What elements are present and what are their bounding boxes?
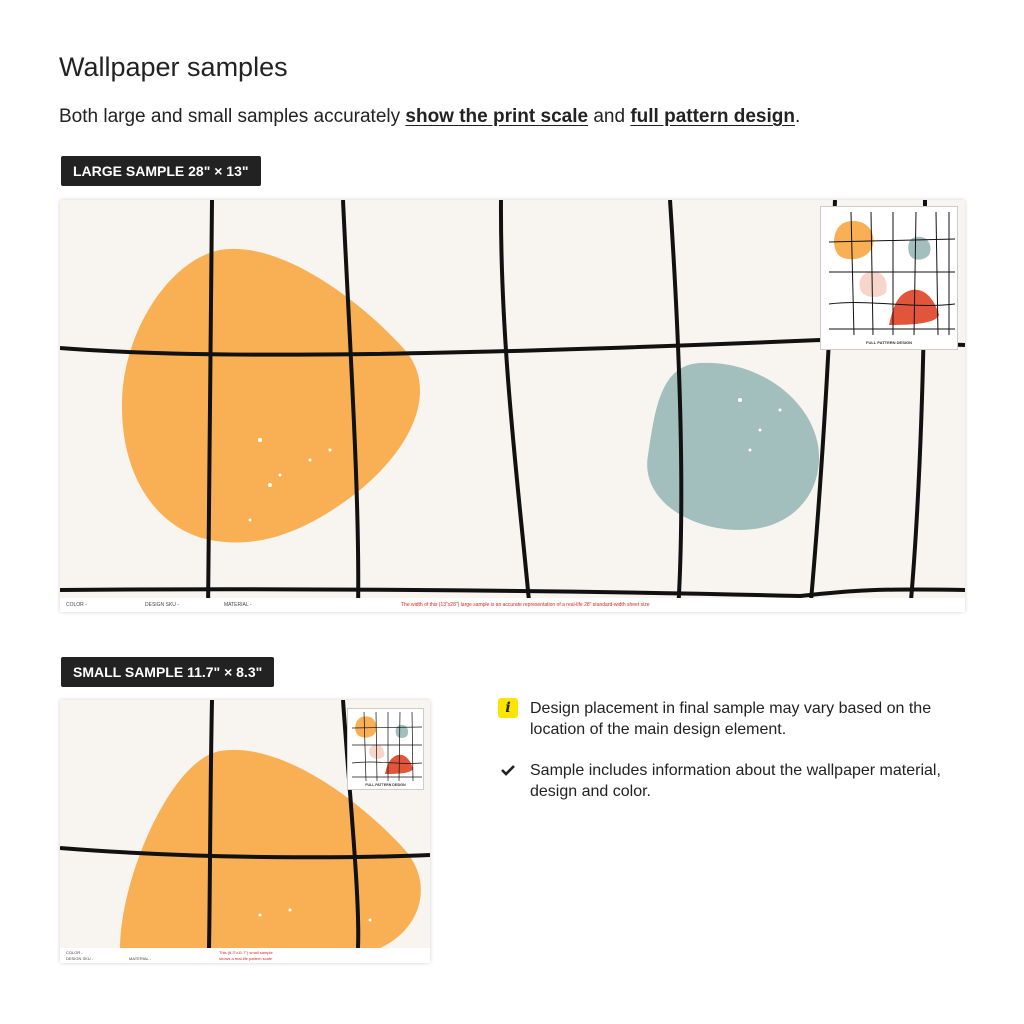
full-pattern-inset-small: FULL PATTERN DESIGN	[347, 708, 424, 790]
scale-note-line1: This (8.3"x11.7") small sample	[219, 950, 273, 955]
scale-note: The width of this (13"x28") large sample…	[401, 602, 650, 608]
color-label: COLOR -	[66, 602, 87, 608]
note-text: Design placement in final sample may var…	[530, 700, 932, 738]
note-placement: i Design placement in final sample may v…	[498, 698, 968, 740]
pattern-artwork	[60, 200, 965, 612]
sample-info-strip-small: COLOR - DESIGN SKU - MATERIAL - This (8.…	[60, 948, 430, 963]
color-label: COLOR -	[66, 950, 83, 955]
info-icon: i	[498, 698, 518, 718]
print-scale-link: show the print scale	[405, 106, 589, 127]
inset-artwork-small	[351, 711, 423, 781]
page-title: Wallpaper samples	[59, 52, 288, 82]
inset-artwork	[828, 211, 956, 335]
check-icon	[498, 760, 518, 780]
sku-label: DESIGN SKU -	[66, 956, 94, 961]
material-label: MATERIAL -	[224, 602, 252, 608]
sample-info-strip: COLOR - DESIGN SKU - MATERIAL - The widt…	[60, 598, 965, 612]
full-pattern-inset: FULL PATTERN DESIGN	[820, 206, 958, 350]
large-sample-badge: LARGE SAMPLE 28" × 13"	[61, 156, 261, 186]
subtitle: Both large and small samples accurately …	[59, 106, 801, 127]
small-sample-badge: SMALL SAMPLE 11.7" × 8.3"	[61, 657, 275, 687]
note-info-included: Sample includes information about the wa…	[498, 760, 968, 802]
inset-label-small: FULL PATTERN DESIGN	[365, 783, 406, 787]
note-text: Sample includes information about the wa…	[530, 762, 941, 800]
pattern-artwork-small	[60, 700, 430, 949]
small-sample-image: FULL PATTERN DESIGN COLOR - DESIGN SKU -…	[60, 700, 430, 963]
scale-note-line2: shows a real-life pattern scale	[219, 956, 272, 961]
material-label: MATERIAL -	[129, 956, 152, 961]
full-pattern-link: full pattern design	[630, 106, 795, 127]
inset-label: FULL PATTERN DESIGN	[866, 340, 912, 345]
large-sample-image: FULL PATTERN DESIGN COLOR - DESIGN SKU -…	[60, 200, 965, 612]
sku-label: DESIGN SKU -	[145, 602, 179, 608]
